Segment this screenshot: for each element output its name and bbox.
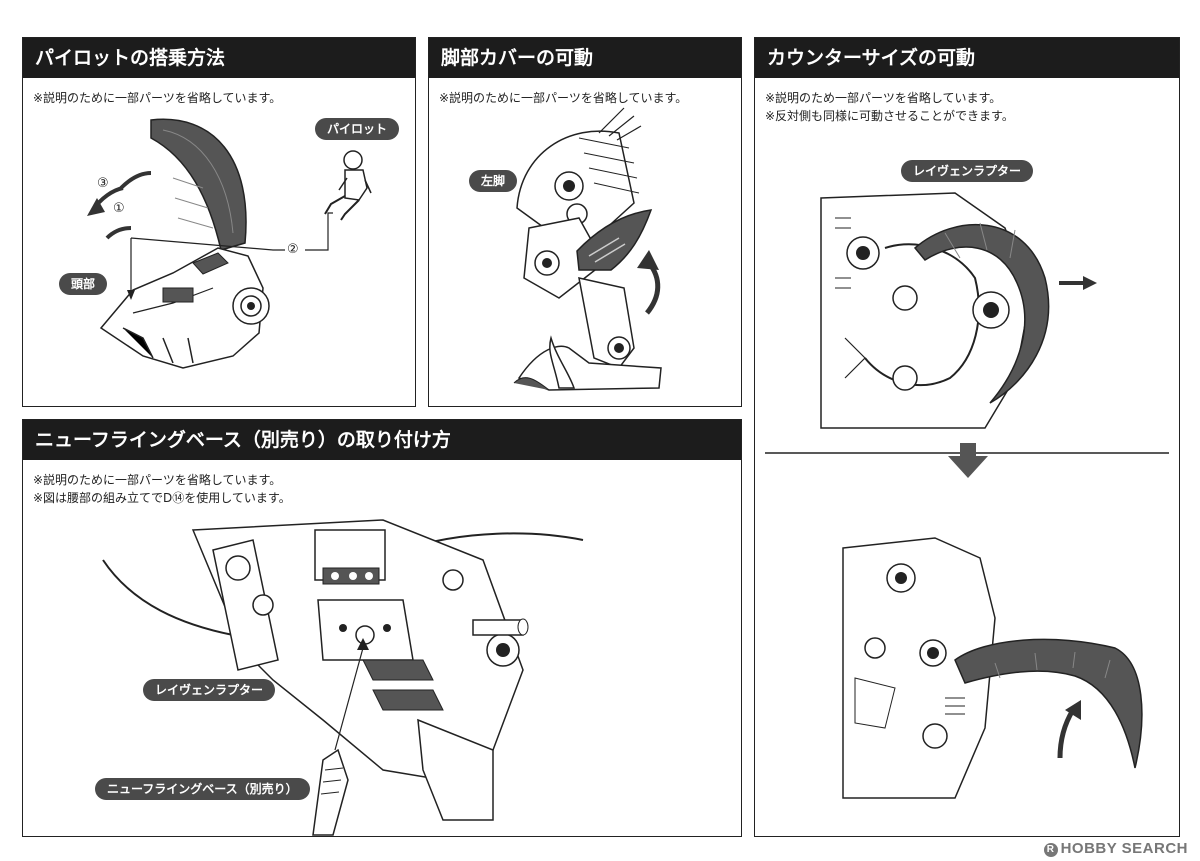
pilot-figure (324, 150, 372, 221)
panel-title: ニューフライングベース（別売り）の取り付け方 (23, 420, 741, 460)
counter-scythe-part (954, 638, 1143, 769)
leg-cover-part (576, 209, 653, 271)
panel-flying-base: ニューフライングベース（別売り）の取り付け方 ※説明のために一部パーツを省略して… (22, 419, 742, 837)
panel-title: パイロットの搭乗方法 (23, 38, 415, 78)
panel-title: 脚部カバーの可動 (429, 38, 741, 78)
label-left-leg: 左脚 (469, 170, 518, 192)
note-omitted-parts: ※説明のために一部パーツを省略しています。 (33, 473, 282, 487)
label-flying-base: ニューフライングベース（別売り） (95, 778, 310, 800)
label-head: 頭部 (59, 273, 108, 295)
panel-title: カウンターサイズの可動 (755, 38, 1179, 78)
panel-counter-scythe: カウンターサイズの可動 ※説明のため一部パーツを省略しています。 ※反対側も同様… (754, 37, 1180, 837)
canopy-part (150, 118, 247, 251)
panel-leg-cover: 脚部カバーの可動 ※説明のために一部パーツを省略しています。 左脚 (428, 37, 742, 407)
panel-pilot-boarding: パイロットの搭乗方法 ※説明のために一部パーツを省略しています。 ③ (22, 37, 416, 407)
label-model: レイヴェンラプター (901, 160, 1034, 182)
note-waist-part: ※図は腰部の組み立てでD⑭を使用しています。 (33, 491, 291, 505)
note-opposite-side: ※反対側も同様に可動させることができます。 (765, 109, 1014, 123)
watermark-text: HOBBY SEARCH (1060, 840, 1188, 857)
watermark-mark: R (1043, 843, 1058, 857)
note-omitted-parts: ※説明のため一部パーツを省略しています。 (765, 91, 1002, 105)
note-omitted-parts: ※説明のために一部パーツを省略しています。 (33, 91, 282, 105)
pilot-illustration (87, 118, 372, 369)
counter-illustration-bottom (842, 537, 1143, 799)
base-illustration (102, 519, 584, 836)
step-marker-1: ① (113, 201, 125, 216)
leg-illustration (513, 107, 662, 391)
rotate-arrow-3 (119, 171, 152, 190)
counter-scythe-part (913, 223, 1050, 404)
note-omitted-parts: ※説明のために一部パーツを省略しています。 (439, 91, 688, 105)
rotate-arrow (645, 261, 661, 315)
step-marker-3: ③ (97, 176, 109, 191)
label-model: レイヴェンラプター (143, 679, 276, 701)
label-pilot: パイロット (315, 118, 400, 140)
counter-illustration-top (765, 192, 1169, 478)
step-marker-2: ② (287, 242, 299, 257)
